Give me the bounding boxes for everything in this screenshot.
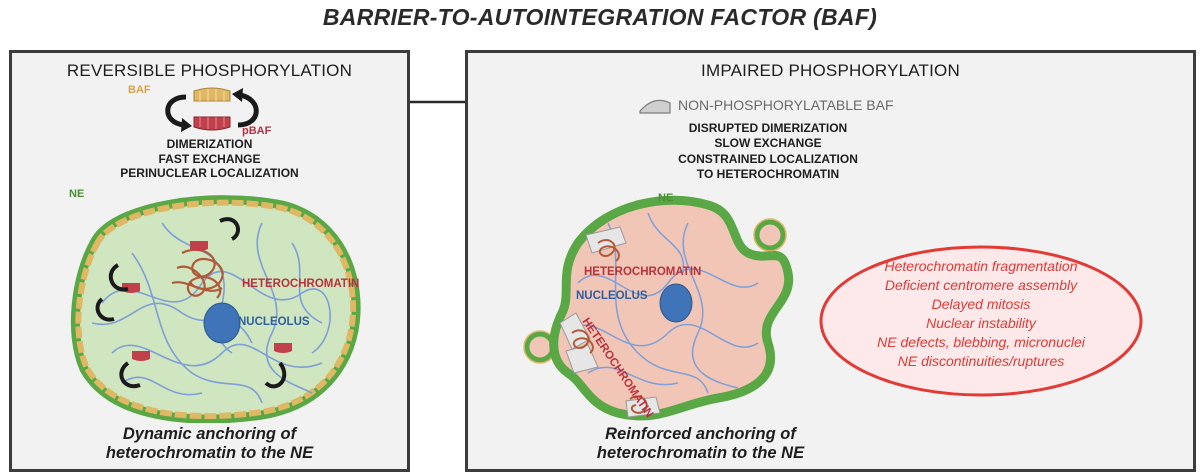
consequence-1: Heterochromatin fragmentation xyxy=(884,258,1078,274)
consequence-2: Deficient centromere assembly xyxy=(884,277,1078,293)
consequence-3: Delayed mitosis xyxy=(931,296,1031,312)
chromatin-right xyxy=(567,212,759,394)
baf-dimer-shape xyxy=(193,87,231,102)
property-perinuclear: PERINUCLEAR LOCALIZATION xyxy=(120,166,299,180)
pbaf-anchor-4 xyxy=(274,343,292,353)
heterochromatin-left xyxy=(171,248,224,299)
property-to-heterochromatin: TO HETEROCHROMATIN xyxy=(696,166,840,181)
exchange-arrows-left xyxy=(95,217,287,389)
panel-heading-impaired: IMPAIRED PHOSPHORYLATION xyxy=(701,61,960,80)
heterochromatin-right xyxy=(571,239,648,414)
caption-left: Dynamic anchoring of heterochromatin to … xyxy=(12,425,407,463)
caption-right-line2: heterochromatin to the NE xyxy=(596,444,805,462)
figure-title: BARRIER-TO-AUTOINTEGRATION FACTOR (BAF) xyxy=(322,4,878,30)
pbaf-anchor-3 xyxy=(132,351,150,361)
consequences-list: Heterochromatin fragmentation Deficient … xyxy=(816,257,1146,371)
property-dimerization: DIMERIZATION xyxy=(166,137,253,151)
consequence-4: Nuclear instability xyxy=(926,315,1036,331)
nucleolus-label-left: NUCLEOLUS xyxy=(238,316,310,328)
property-fast-exchange: FAST EXCHANGE xyxy=(158,151,261,166)
caption-right-line1: Reinforced anchoring of xyxy=(605,425,796,443)
panel-heading-reversible: REVERSIBLE PHOSPHORYLATION xyxy=(66,61,353,80)
ne-label-right: NE xyxy=(658,192,673,204)
heterochromatin-label-right-1: HETEROCHROMATIN xyxy=(584,266,701,278)
caption-left-line1: Dynamic anchoring of xyxy=(122,425,297,443)
property-slow-exchange: SLOW EXCHANGE xyxy=(714,135,822,150)
baf-lining-left xyxy=(75,199,357,420)
property-disrupted-dimerization: DISRUPTED DIMERIZATION xyxy=(688,121,848,135)
baf-label: BAF xyxy=(128,84,151,96)
pbaf-label: pBAF xyxy=(242,125,272,137)
nucleolus-left xyxy=(203,302,241,344)
panel-impaired-phosphorylation: IMPAIRED PHOSPHORYLATION NON-PHOSPHORYLA… xyxy=(465,50,1196,472)
baf-cycle-icon: BAF pBAF xyxy=(128,84,272,137)
caption-right: Reinforced anchoring of heterochromatin … xyxy=(338,425,1063,463)
consequence-6: NE discontinuities/ruptures xyxy=(897,353,1065,369)
caption-left-line2: heterochromatin to the NE xyxy=(105,444,314,462)
ne-label-left: NE xyxy=(69,188,84,200)
heterochromatin-label-left: HETEROCHROMATIN xyxy=(242,278,359,290)
consequence-5: NE defects, blebbing, micronuclei xyxy=(877,334,1085,350)
nucleus-right-diagram: NE HETEROCHROMATIN NUCLEOLUS HETEROCHROM… xyxy=(523,192,794,421)
nucleus-left-diagram: NE HETEROCHROMATIN NUCLEOLUS xyxy=(69,188,361,423)
nucleolus-label-right: NUCLEOLUS xyxy=(576,290,648,302)
right-properties: DISRUPTED DIMERIZATION SLOW EXCHANGE CON… xyxy=(648,121,888,181)
pbaf-dimer-shape xyxy=(193,116,231,131)
nucleolus-right xyxy=(659,283,693,323)
nonphos-baf-shape xyxy=(639,99,671,114)
panel-reversible-phosphorylation: REVERSIBLE PHOSPHORYLATION BAF pBAF DIME… xyxy=(9,50,410,472)
property-constrained-localization: CONSTRAINED LOCALIZATION xyxy=(678,152,858,166)
micronucleus-2 xyxy=(524,331,556,363)
left-properties: DIMERIZATION FAST EXCHANGE PERINUCLEAR L… xyxy=(12,137,407,181)
pbaf-anchor-1 xyxy=(190,241,208,251)
nonphos-baf-label: NON-PHOSPHORYLATABLE BAF xyxy=(678,97,894,113)
micronucleus-1 xyxy=(754,219,786,251)
consequences-ellipse xyxy=(819,245,1143,397)
